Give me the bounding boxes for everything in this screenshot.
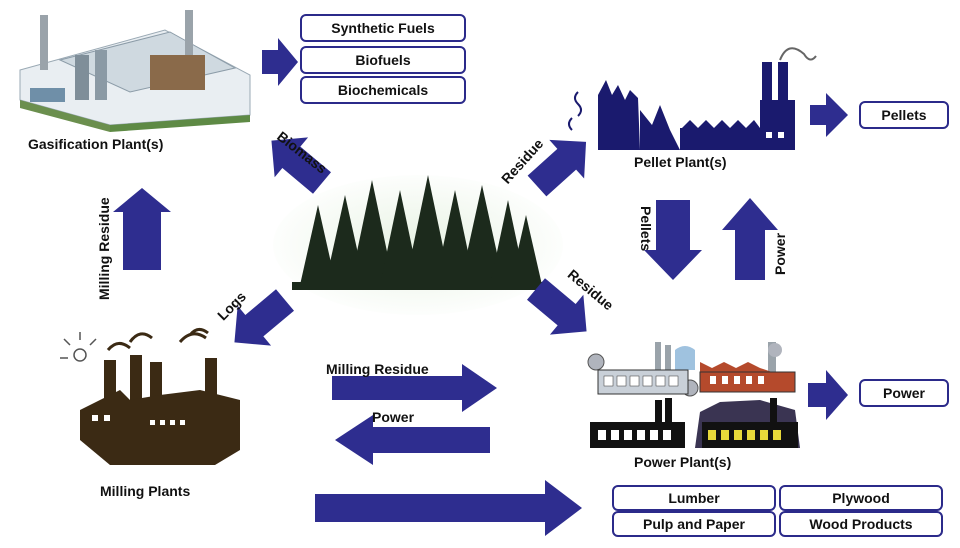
arrow-pellet-to-output bbox=[810, 93, 848, 137]
forest-illustration bbox=[273, 175, 563, 315]
flow-label-milling-residue-right: Milling Residue bbox=[326, 361, 429, 377]
output-pulp-and-paper: Pulp and Paper bbox=[612, 511, 776, 537]
arrow-pellets-down bbox=[644, 200, 702, 280]
arrow-power-plant-to-output bbox=[808, 370, 848, 420]
pellet-plant-illustration bbox=[568, 47, 817, 150]
output-synthetic-fuels: Synthetic Fuels bbox=[300, 14, 466, 42]
output-wood-products: Wood Products bbox=[779, 511, 943, 537]
arrow-logs bbox=[234, 289, 294, 346]
arrow-milling-residue-up bbox=[113, 188, 171, 270]
node-label-milling: Milling Plants bbox=[100, 483, 191, 499]
output-lumber: Lumber bbox=[612, 485, 776, 511]
flow-label-milling-residue-up: Milling Residue bbox=[96, 197, 112, 300]
flow-label-power-up: Power bbox=[772, 232, 788, 275]
gasification-plant-illustration bbox=[19, 10, 251, 132]
node-label-gasification: Gasification Plant(s) bbox=[28, 136, 164, 152]
arrow-biomass bbox=[271, 137, 331, 194]
arrow-power-up bbox=[722, 198, 778, 280]
output-power: Power bbox=[859, 379, 949, 407]
arrow-power-left bbox=[335, 415, 490, 465]
output-pellets: Pellets bbox=[859, 101, 949, 129]
arrow-milling-to-products bbox=[315, 480, 582, 536]
output-biofuels: Biofuels bbox=[300, 46, 466, 74]
arrow-residue-to-pellet bbox=[527, 139, 587, 197]
arrow-residue-to-power bbox=[527, 278, 587, 335]
arrow-milling-residue-right bbox=[332, 364, 497, 412]
output-plywood: Plywood bbox=[779, 485, 943, 511]
power-plants-illustration bbox=[587, 342, 800, 448]
arrow-gasification-to-outputs bbox=[262, 38, 298, 86]
node-label-pellet: Pellet Plant(s) bbox=[634, 154, 727, 170]
output-biochemicals: Biochemicals bbox=[300, 76, 466, 104]
node-label-power: Power Plant(s) bbox=[634, 454, 732, 470]
milling-plant-illustration bbox=[60, 328, 240, 465]
flow-label-power-left: Power bbox=[372, 409, 415, 425]
flow-label-pellets-down: Pellets bbox=[638, 206, 654, 252]
